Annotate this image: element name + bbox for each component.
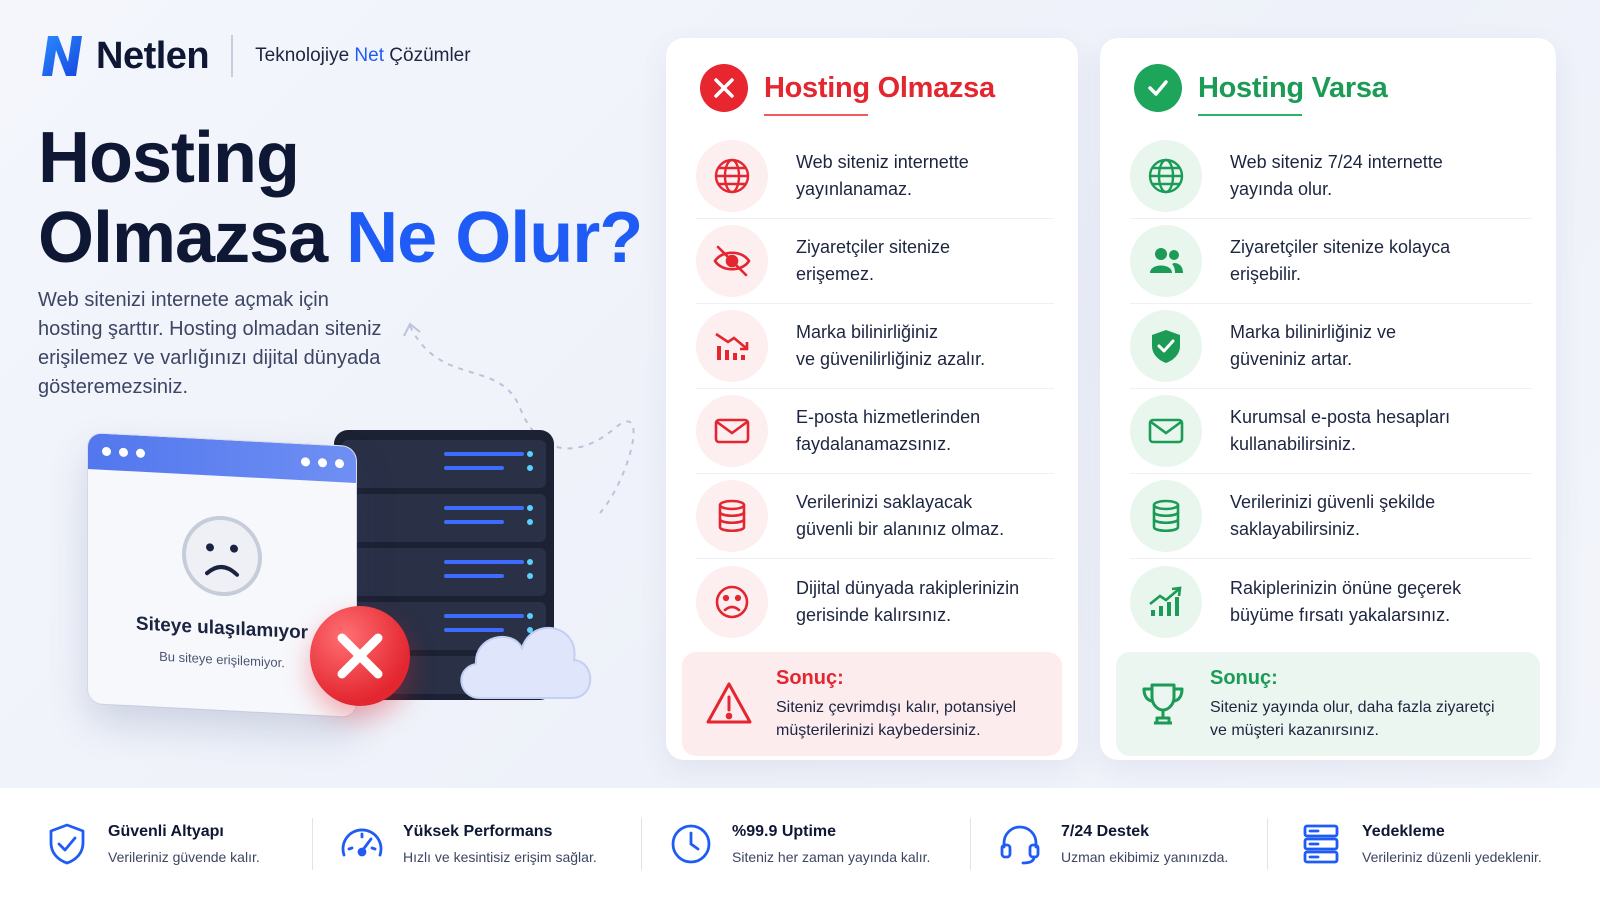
title-underline: [1198, 114, 1302, 116]
brand-tagline: Teknolojiye Net Çözümler: [255, 45, 471, 66]
feature-item: 7/24 Destek Uzman ekibimiz yanınızda.: [971, 809, 1267, 879]
sad-face-icon: [182, 515, 262, 597]
feature-divider: [312, 818, 313, 870]
brand-divider: [231, 35, 234, 77]
mail-icon: [696, 395, 768, 467]
list-item-text: Rakiplerinizin önüne geçerek büyüme fırs…: [1230, 577, 1462, 625]
list-item: Marka bilinirliğiniz ve güveniniz artar.: [1130, 304, 1532, 389]
with-hosting-title: Hosting Varsa: [1198, 71, 1388, 104]
with-hosting-header: Hosting Varsa: [1134, 64, 1388, 112]
server-icon: [1303, 824, 1339, 864]
with-hosting-panel: Hosting Varsa Web siteniz 7/24 internett…: [1100, 38, 1556, 760]
sad-face-icon: [696, 565, 768, 638]
feature-subtitle: Verileriniz güvende kalır.: [108, 849, 260, 865]
result-title: Sonuç:: [776, 666, 844, 689]
list-item-text: Dijital dünyada rakiplerinizin gerisinde…: [796, 577, 1020, 625]
result-title: Sonuç:: [1210, 666, 1278, 689]
error-x-icon: [310, 606, 410, 706]
feature-item: Yedekleme Verileriniz düzenli yedeklenir…: [1268, 809, 1598, 879]
window-controls: [102, 446, 145, 458]
feature-title: Yedekleme: [1362, 823, 1445, 840]
result-text: Siteniz yayında olur, daha fazla ziyaret…: [1210, 698, 1495, 739]
list-item: Web siteniz internette yayınlanamaz.: [696, 134, 1054, 219]
without-hosting-header: Hosting Olmazsa: [700, 64, 995, 112]
feature-divider: [641, 818, 642, 870]
list-item: Web siteniz 7/24 internette yayında olur…: [1130, 134, 1532, 219]
feature-title: Yüksek Performans: [403, 823, 553, 840]
hero-description: Web sitenizi internete açmak için hostin…: [38, 289, 382, 398]
clock-icon: [671, 824, 711, 864]
mail-icon: [1130, 395, 1202, 467]
list-item-text: Verilerinizi saklayacak güvenli bir alan…: [796, 492, 1005, 539]
shield-check-icon: [1130, 310, 1202, 382]
list-item: Rakiplerinizin önüne geçerek büyüme fırs…: [1130, 559, 1532, 644]
list-item-text: Marka bilinirliğiniz ve güvenilirliğiniz…: [796, 322, 986, 369]
feature-divider: [970, 818, 971, 870]
list-item-text: Kurumsal e-posta hesapları kullanabilirs…: [1230, 407, 1451, 454]
feature-subtitle: Siteniz her zaman yayında kalır.: [732, 849, 931, 865]
list-item: Dijital dünyada rakiplerinizin gerisinde…: [696, 559, 1054, 644]
chart-down-icon: [696, 310, 768, 382]
list-item: Verilerinizi güvenli şekilde saklayabili…: [1130, 474, 1532, 559]
list-item-text: Ziyaretçiler sitenize kolayca erişebilir…: [1230, 237, 1451, 284]
list-item: Ziyaretçiler sitenize erişemez.: [696, 219, 1054, 304]
trophy-icon: [1142, 683, 1184, 725]
feature-subtitle: Uzman ekibimiz yanınızda.: [1061, 849, 1229, 865]
globe-icon: [1130, 140, 1202, 212]
globe-icon: [696, 140, 768, 212]
feature-item: %99.9 Uptime Siteniz her zaman yayında k…: [642, 809, 970, 879]
browser-window: Siteye ulaşılamıyor Bu siteye erişilemiy…: [88, 432, 356, 718]
x-circle-icon: [700, 64, 748, 112]
list-item: Marka bilinirliğiniz ve güvenilirliğiniz…: [696, 304, 1054, 389]
shield-check-icon: [49, 823, 85, 865]
browser-titlebar: [88, 432, 356, 484]
result-text: Siteniz çevrimdışı kalır, potansiyel müş…: [776, 698, 1017, 739]
title-underline: [764, 114, 868, 116]
without-hosting-result: Sonuç: Siteniz çevrimdışı kalır, potansi…: [682, 652, 1062, 756]
list-item: Kurumsal e-posta hesapları kullanabilirs…: [1130, 389, 1532, 474]
list-item-text: Ziyaretçiler sitenize erişemez.: [796, 237, 951, 284]
hero-illustration: Siteye ulaşılamıyor Bu siteye erişilemiy…: [60, 410, 640, 760]
dashed-arrow-decoration: [403, 322, 635, 514]
list-item-text: Web siteniz 7/24 internette yayında olur…: [1230, 152, 1443, 199]
cloud-icon: [460, 627, 592, 699]
list-item-text: Web siteniz internette yayınlanamaz.: [796, 152, 969, 199]
list-item-text: Marka bilinirliğiniz ve güveniniz artar.: [1230, 322, 1397, 369]
feature-item: Güvenli Altyapı Verileriniz güvende kalı…: [0, 809, 312, 879]
list-item: Ziyaretçiler sitenize kolayca erişebilir…: [1130, 219, 1532, 304]
without-hosting-title: Hosting Olmazsa: [764, 71, 995, 104]
database-icon: [1130, 480, 1202, 552]
hero-title: Hosting Olmazsa Ne Olur?: [38, 118, 643, 278]
without-hosting-panel: Hosting Olmazsa Web siteniz internette y…: [666, 38, 1078, 760]
netlen-logo-icon: [42, 36, 82, 76]
feature-title: Güvenli Altyapı: [108, 823, 224, 840]
list-item-text: E-posta hizmetlerinden faydalanamazsınız…: [796, 407, 981, 454]
headset-icon: [1000, 825, 1040, 865]
check-circle-icon: [1134, 64, 1182, 112]
list-item: Verilerinizi saklayacak güvenli bir alan…: [696, 474, 1054, 559]
warning-icon: [706, 682, 752, 724]
brand-name: Netlen: [96, 34, 210, 77]
features-bar: Güvenli Altyapı Verileriniz güvende kalı…: [0, 788, 1600, 900]
feature-title: 7/24 Destek: [1061, 823, 1150, 840]
window-controls-right: [301, 457, 344, 469]
brand-header: Netlen Teknolojiye Net Çözümler: [38, 32, 471, 80]
chart-up-icon: [1130, 565, 1202, 638]
users-icon: [1130, 225, 1202, 297]
feature-divider: [1267, 818, 1268, 870]
database-icon: [696, 480, 768, 552]
eye-slash-icon: [696, 225, 768, 297]
feature-subtitle: Hızlı ve kesintisiz erişim sağlar.: [403, 849, 597, 865]
feature-title: %99.9 Uptime: [732, 823, 837, 840]
feature-item: Yüksek Performans Hızlı ve kesintisiz er…: [313, 809, 641, 879]
list-item-text: Verilerinizi güvenli şekilde saklayabili…: [1230, 492, 1436, 539]
speedometer-icon: [341, 828, 383, 857]
list-item: E-posta hizmetlerinden faydalanamazsınız…: [696, 389, 1054, 474]
with-hosting-result: Sonuç: Siteniz yayında olur, daha fazla …: [1116, 652, 1540, 756]
feature-subtitle: Verileriniz düzenli yedeklenir.: [1362, 849, 1542, 865]
